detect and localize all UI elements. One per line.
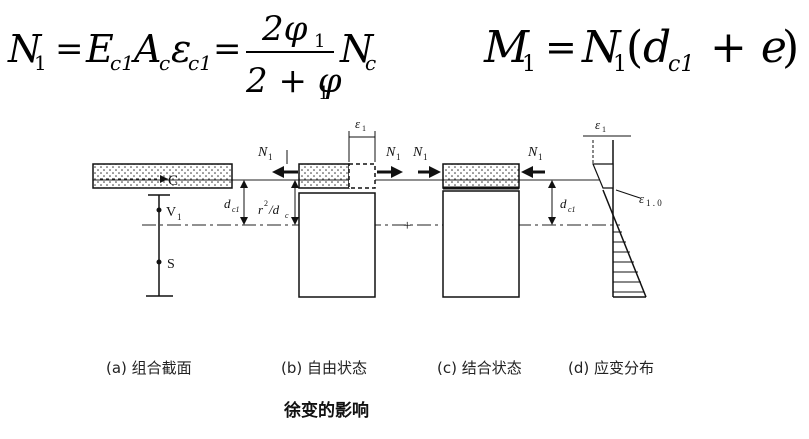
dc1-c-arrow-top — [548, 180, 556, 188]
label-eps1-d: ε — [595, 117, 601, 132]
label-eps10-sub: 1 . 0 — [646, 198, 662, 208]
formula-paren-close: ) — [782, 22, 799, 73]
label-eps1-b: ε — [355, 116, 361, 131]
formula-a-sub: c — [159, 51, 170, 75]
caption-b: (b) 自由状态 — [281, 359, 367, 377]
caption-d: (d) 应变分布 — [568, 359, 654, 377]
panel-d-strain-distribution: ε 1 ε 1 . 0 — [583, 117, 662, 298]
label-c: C — [168, 173, 178, 189]
point-s — [156, 259, 162, 265]
label-eps1-d-sub: 1 — [602, 125, 606, 134]
formula-m-d: d — [643, 22, 671, 73]
label-dc1-c: d — [560, 196, 567, 211]
formula-paren-open: ( — [626, 22, 643, 73]
formula-m: M — [483, 22, 530, 73]
label-dc1-a: d — [224, 196, 231, 211]
label-n1-c-right-sub: 1 — [538, 152, 543, 162]
caption-a: (a) 组合截面 — [106, 359, 192, 377]
slab-shrink-outline-b — [348, 163, 376, 189]
dc1-a-arrow-bottom — [240, 217, 248, 225]
steel-beam-b — [298, 192, 376, 298]
n1-b-right-arrow-head — [391, 166, 403, 178]
dimension-dc1-a: d c1 — [224, 180, 248, 225]
concrete-slab-c — [442, 163, 520, 189]
panel-c-bonded-state: N 1 N 1 + — [403, 145, 545, 298]
strain-slab-block — [592, 163, 614, 189]
label-dc1-c-sub: c1 — [568, 205, 576, 214]
caption-c: (c) 结合状态 — [437, 359, 522, 377]
formula-eps-term: ε — [171, 27, 191, 71]
formula-eps-sub: c1 — [188, 51, 212, 75]
steel-beam-c — [442, 190, 520, 298]
label-r2dc-rest: /d — [268, 202, 280, 217]
formula-m-d-sub: c1 — [668, 52, 694, 77]
formula-nc-term: N — [339, 27, 375, 71]
label-v1-sub: 1 — [177, 212, 182, 222]
formula-m1: M 1 = N 1 ( d c1 + e ) — [483, 22, 799, 77]
formula-n1: N 1 = E c1 A c ε c1 = 2φ 1 2 + φ 1 N c — [7, 9, 376, 104]
figure-title: 徐变的影响 — [283, 400, 369, 421]
dimension-dc1-c: d c1 — [548, 180, 576, 225]
formula-m-sub: 1 — [522, 52, 536, 77]
formula-e-term: E — [85, 27, 114, 71]
slab-arrow-head — [160, 175, 168, 183]
label-n1-c-left-sub: 1 — [423, 152, 428, 162]
label-eps10: ε — [639, 191, 645, 206]
concrete-slab-a — [92, 163, 233, 189]
r2dc-arrow-bottom — [291, 217, 299, 225]
label-dc1-a-sub: c1 — [232, 205, 240, 214]
label-plus: + — [403, 218, 411, 234]
point-v1 — [156, 207, 162, 213]
panel-b-free-state: ε 1 N 1 N 1 — [257, 116, 403, 298]
formula-m-eq: = — [545, 25, 577, 69]
label-s: S — [167, 257, 175, 272]
n1-c-left-arrow-head — [429, 166, 441, 178]
label-v1: V — [166, 205, 176, 220]
label-n1-b-right: N — [385, 145, 396, 160]
label-eps1-b-sub: 1 — [362, 124, 366, 133]
formula-eq1: = — [55, 29, 84, 69]
label-n1-c-right: N — [527, 145, 538, 160]
formula-m-n: N — [581, 22, 622, 73]
n1-c-right-arrow-head — [521, 166, 533, 178]
dc1-a-arrow-top — [240, 180, 248, 188]
strain-line — [602, 189, 647, 298]
panel-a-composite-section: C V 1 S — [92, 163, 233, 297]
formula-e-sub: c1 — [110, 51, 134, 75]
label-n1-c-left: N — [412, 145, 423, 160]
dc1-c-arrow-bottom — [548, 217, 556, 225]
r2dc-arrow-top — [291, 180, 299, 188]
formula-lhs: N — [7, 27, 43, 71]
label-n1-b-right-sub: 1 — [396, 152, 401, 162]
formula-numerator: 2φ — [261, 9, 308, 49]
label-n1-b-left: N — [257, 145, 268, 160]
formula-a-term: A — [131, 27, 161, 71]
formula-nc-sub: c — [365, 51, 376, 75]
label-r2dc-sub: c — [285, 211, 289, 220]
label-n1-b-left-sub: 1 — [268, 152, 273, 162]
formula-lhs-sub: 1 — [34, 51, 47, 75]
formula-plus-e: + e — [710, 22, 787, 73]
eps10-leader — [615, 189, 641, 199]
formula-denominator-sub: 1 — [318, 83, 329, 104]
label-r2dc: r — [258, 202, 264, 217]
label-r2dc-sup: 2 — [264, 199, 268, 208]
n1-b-left-arrow-head — [272, 166, 284, 178]
concrete-slab-b — [298, 163, 350, 189]
formula-denominator: 2 + φ — [245, 61, 342, 101]
dimension-r2dc: r 2 /d c — [258, 180, 299, 225]
formula-numerator-sub: 1 — [314, 31, 325, 52]
formula-eq2: = — [213, 29, 242, 69]
formula-m-n-sub: 1 — [613, 52, 627, 77]
